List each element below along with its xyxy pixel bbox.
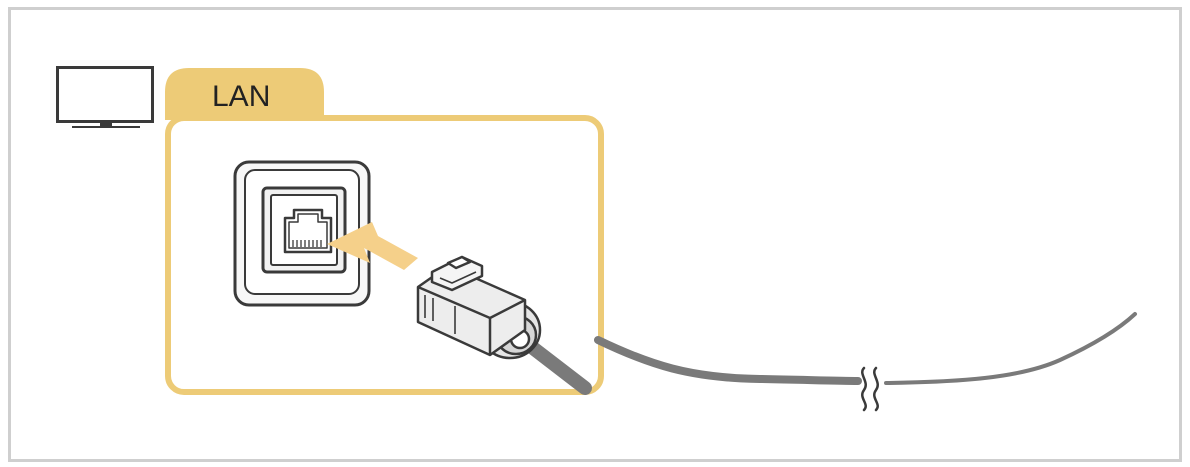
cable-near-segment bbox=[601, 341, 858, 384]
cable-break-icon bbox=[861, 366, 879, 412]
tv-icon bbox=[56, 66, 154, 128]
lan-tab-label: LAN bbox=[212, 80, 270, 113]
lan-tab: LAN bbox=[165, 68, 324, 120]
insert-arrow-icon bbox=[327, 222, 418, 270]
cable-far-segment bbox=[884, 312, 1137, 385]
ethernet-plug-icon bbox=[416, 255, 592, 395]
lan-tab-shape bbox=[165, 68, 324, 120]
